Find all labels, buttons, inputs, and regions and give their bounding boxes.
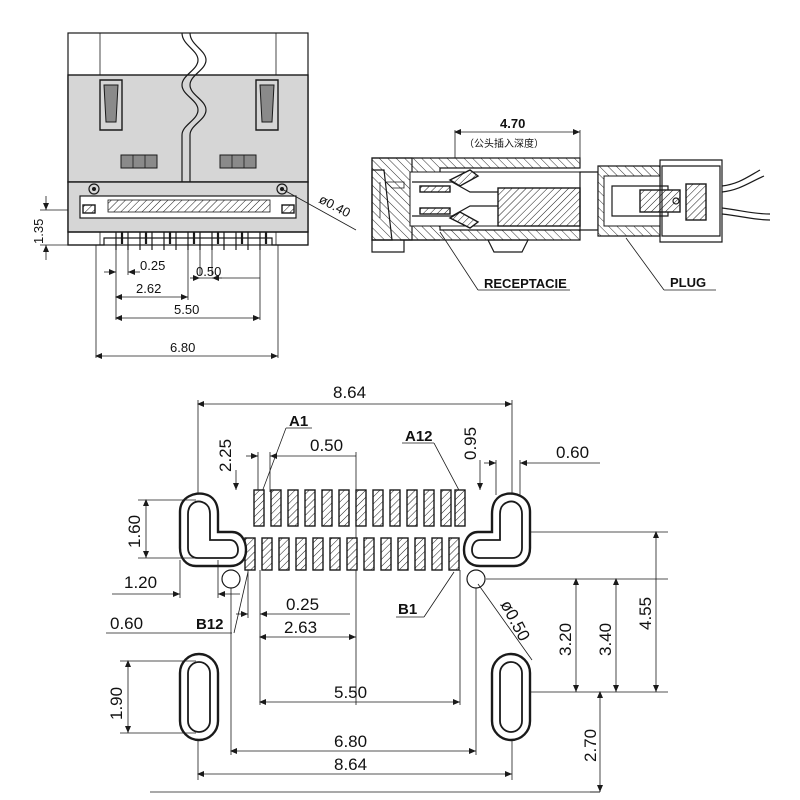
fp-dim-pad-span: 5.50	[334, 683, 367, 702]
fp-dim-1-90: 1.90	[107, 687, 126, 720]
fp-dim-total-width-top: 8.64	[333, 383, 366, 402]
front-dim-pitch: 0.25	[140, 258, 165, 273]
front-dim-span: 5.50	[174, 302, 199, 317]
fp-dim-total-width-bottom: 8.64	[334, 755, 367, 774]
label-a1: A1	[289, 413, 308, 430]
fp-dim-3-40: 3.40	[596, 623, 615, 656]
fp-dim-hole: ø0.50	[496, 597, 533, 644]
fp-dim-0-60-left: 0.60	[110, 614, 143, 633]
left-locating-hole	[221, 569, 241, 589]
label-plug: PLUG	[670, 275, 706, 290]
pcb-footprint: 8.64 A1 A12 2.25 0.50 0.95 0.60	[106, 383, 668, 793]
fp-dim-offset: 2.63	[284, 618, 317, 637]
front-contacts	[107, 199, 271, 213]
label-a12: A12	[405, 428, 433, 445]
right-oval-slot	[490, 652, 532, 742]
label-b12: B12	[196, 616, 224, 633]
fp-dim-row-pitch: 0.50	[310, 436, 343, 455]
front-dim-height: 1.35	[31, 219, 46, 244]
fp-dim-0-60-top: 0.60	[556, 443, 589, 462]
fp-dim-inner-width: 6.80	[334, 732, 367, 751]
section-view: 4.70 （公头插入深度）	[371, 116, 771, 291]
fp-dim-1-20: 1.20	[124, 573, 157, 592]
top-row-pads	[253, 489, 466, 527]
fp-dim-4-55: 4.55	[636, 597, 655, 630]
fp-dim-0-95: 0.95	[461, 427, 480, 460]
front-dim-pitch2: 0.50	[196, 264, 221, 279]
fp-dim-2-25: 2.25	[216, 439, 235, 472]
right-l-slot	[462, 492, 532, 568]
front-dim-width: 6.80	[170, 340, 195, 355]
fp-dim-2-70: 2.70	[581, 729, 600, 762]
section-dim-depth: 4.70	[500, 116, 525, 131]
label-b1: B1	[398, 601, 417, 618]
front-view: 1.35 0.25 0.50 2.62 5.50 6.80 ø0.40	[31, 32, 357, 359]
left-oval-slot	[178, 652, 220, 742]
front-leads	[115, 232, 268, 250]
front-dim-offset: 2.62	[136, 281, 161, 296]
section-dim-depth-note: （公头插入深度）	[464, 137, 544, 150]
left-l-slot	[178, 492, 248, 568]
bottom-row-pads	[244, 537, 460, 571]
right-locating-hole	[466, 569, 486, 589]
fp-dim-3-20: 3.20	[556, 623, 575, 656]
receptacle-tongue	[497, 187, 581, 227]
fp-dim-half-pitch: 0.25	[286, 595, 319, 614]
front-dim-hole: ø0.40	[317, 191, 353, 220]
label-receptacle: RECEPTACIE	[484, 276, 567, 291]
fp-dim-1-60: 1.60	[125, 515, 144, 548]
